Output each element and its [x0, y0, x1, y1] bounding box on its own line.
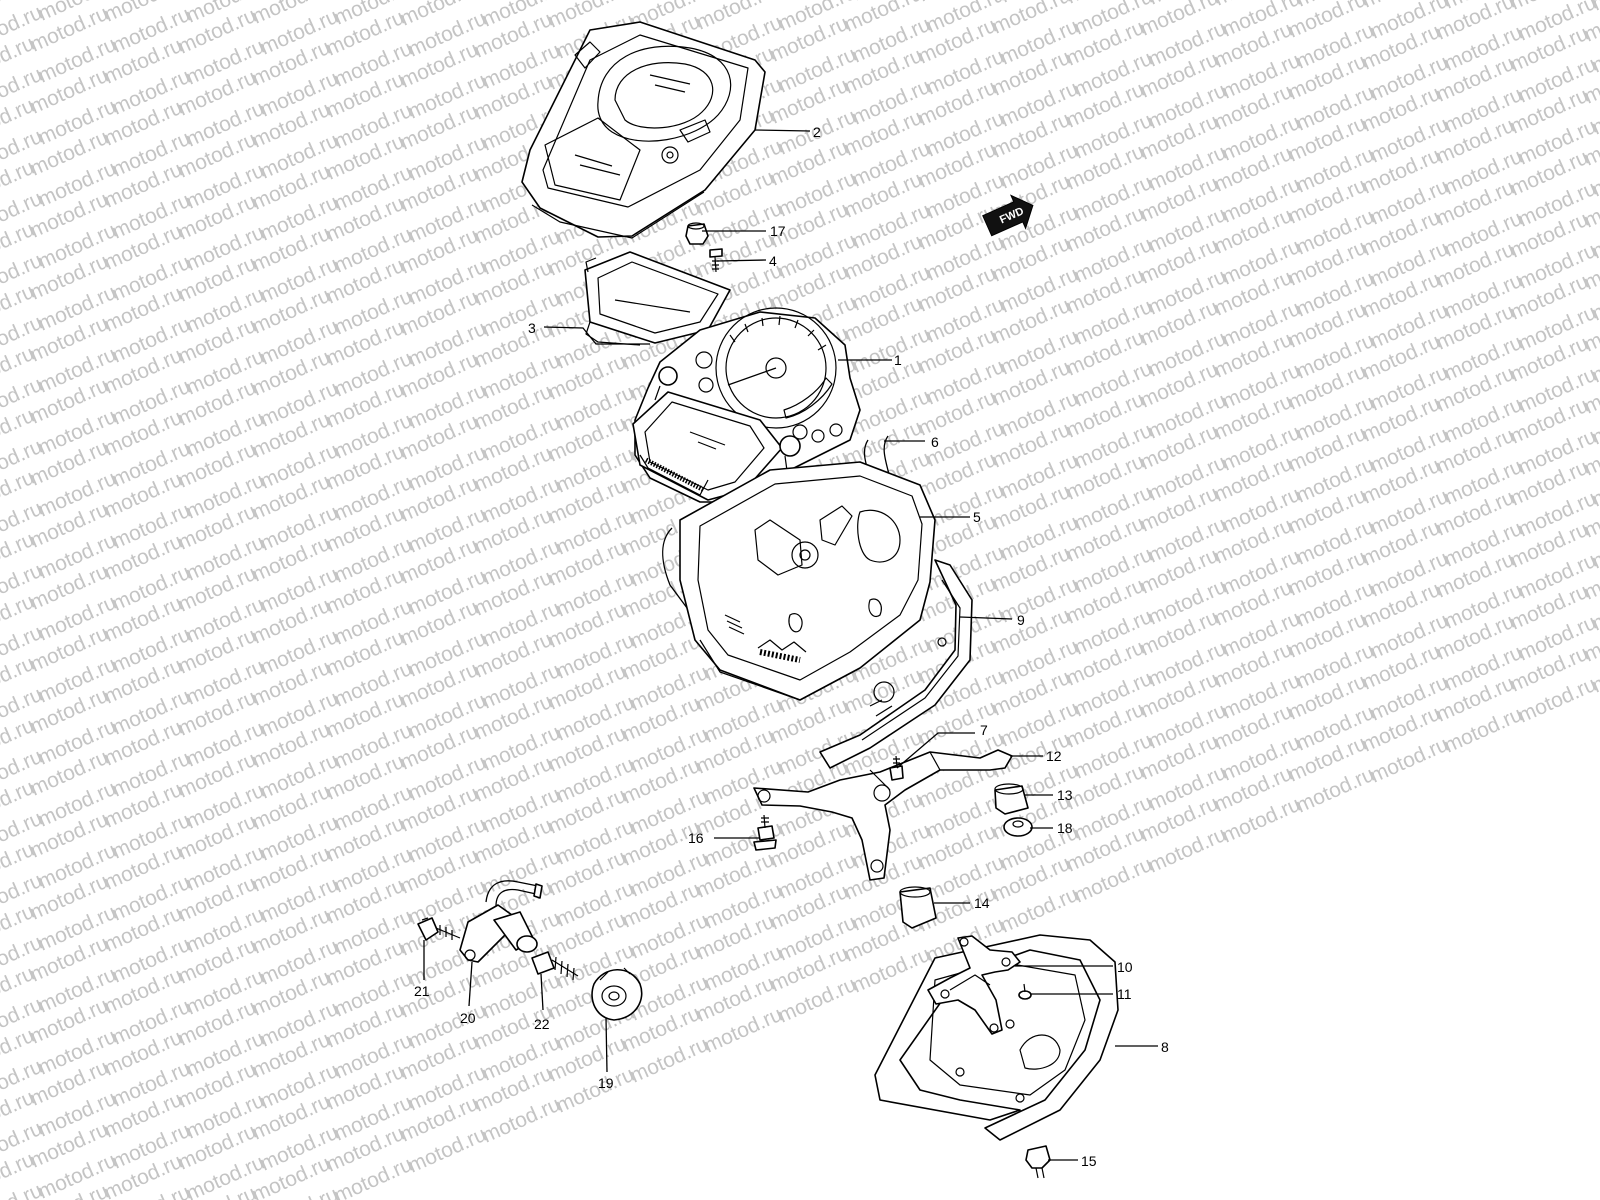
- part-13-grommet: [994, 783, 1029, 815]
- callout-11: 11: [1117, 986, 1132, 1002]
- callout-16: 16: [688, 830, 704, 846]
- callout-22: 22: [534, 1016, 550, 1032]
- callout-21: 21: [414, 983, 430, 999]
- callout-15: 15: [1081, 1153, 1097, 1169]
- callout-14: 14: [974, 895, 990, 911]
- callout-18: 18: [1057, 820, 1073, 836]
- callout-2: 2: [813, 124, 821, 140]
- part-15-clip: [1025, 1145, 1051, 1179]
- part-18-collar: [1003, 817, 1033, 837]
- callout-17: 17: [770, 223, 786, 239]
- callout-19: 19: [598, 1075, 614, 1091]
- callout-3: 3: [528, 320, 536, 336]
- callout-4: 4: [769, 253, 777, 269]
- part-17-grommet: [685, 222, 709, 245]
- callout-8: 8: [1161, 1039, 1169, 1055]
- callout-7: 7: [980, 722, 988, 738]
- callout-12: 12: [1046, 748, 1062, 764]
- callout-10: 10: [1117, 959, 1133, 975]
- callout-20: 20: [460, 1010, 476, 1026]
- callout-1: 1: [894, 352, 902, 368]
- part-11-screw: [1018, 983, 1032, 1000]
- callout-9: 9: [1017, 612, 1025, 628]
- callout-6: 6: [931, 434, 939, 450]
- callout-5: 5: [973, 509, 981, 525]
- watermark-text: motod.ru: [1589, 0, 1600, 16]
- callout-13: 13: [1057, 787, 1073, 803]
